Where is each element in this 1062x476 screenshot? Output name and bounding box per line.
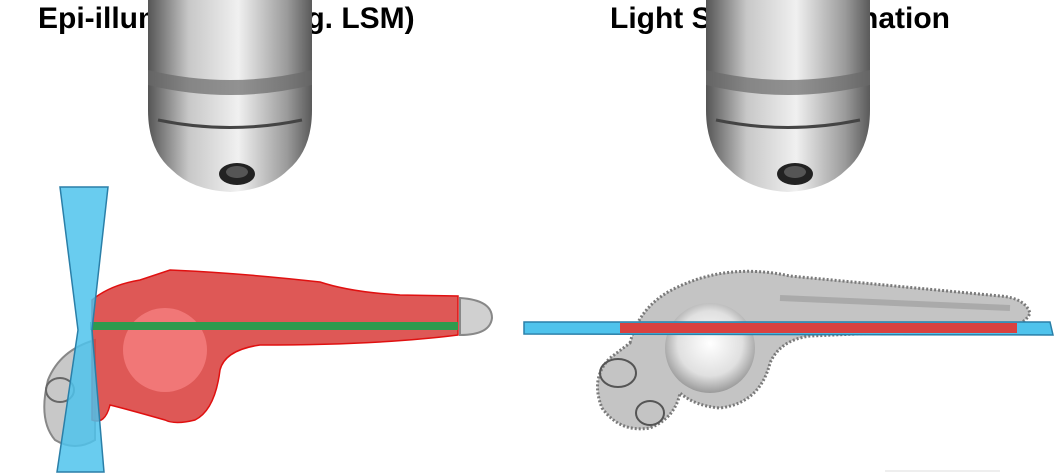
specimen-zebrafish-right bbox=[598, 271, 1031, 429]
illuminated-plane-light-sheet bbox=[620, 323, 1017, 333]
focal-plane-line bbox=[90, 322, 458, 330]
yolk-highlight bbox=[123, 308, 207, 392]
objective-lens-left bbox=[146, 0, 314, 194]
focused-beam-epi bbox=[56, 186, 109, 473]
objective-lens-right bbox=[704, 0, 872, 194]
